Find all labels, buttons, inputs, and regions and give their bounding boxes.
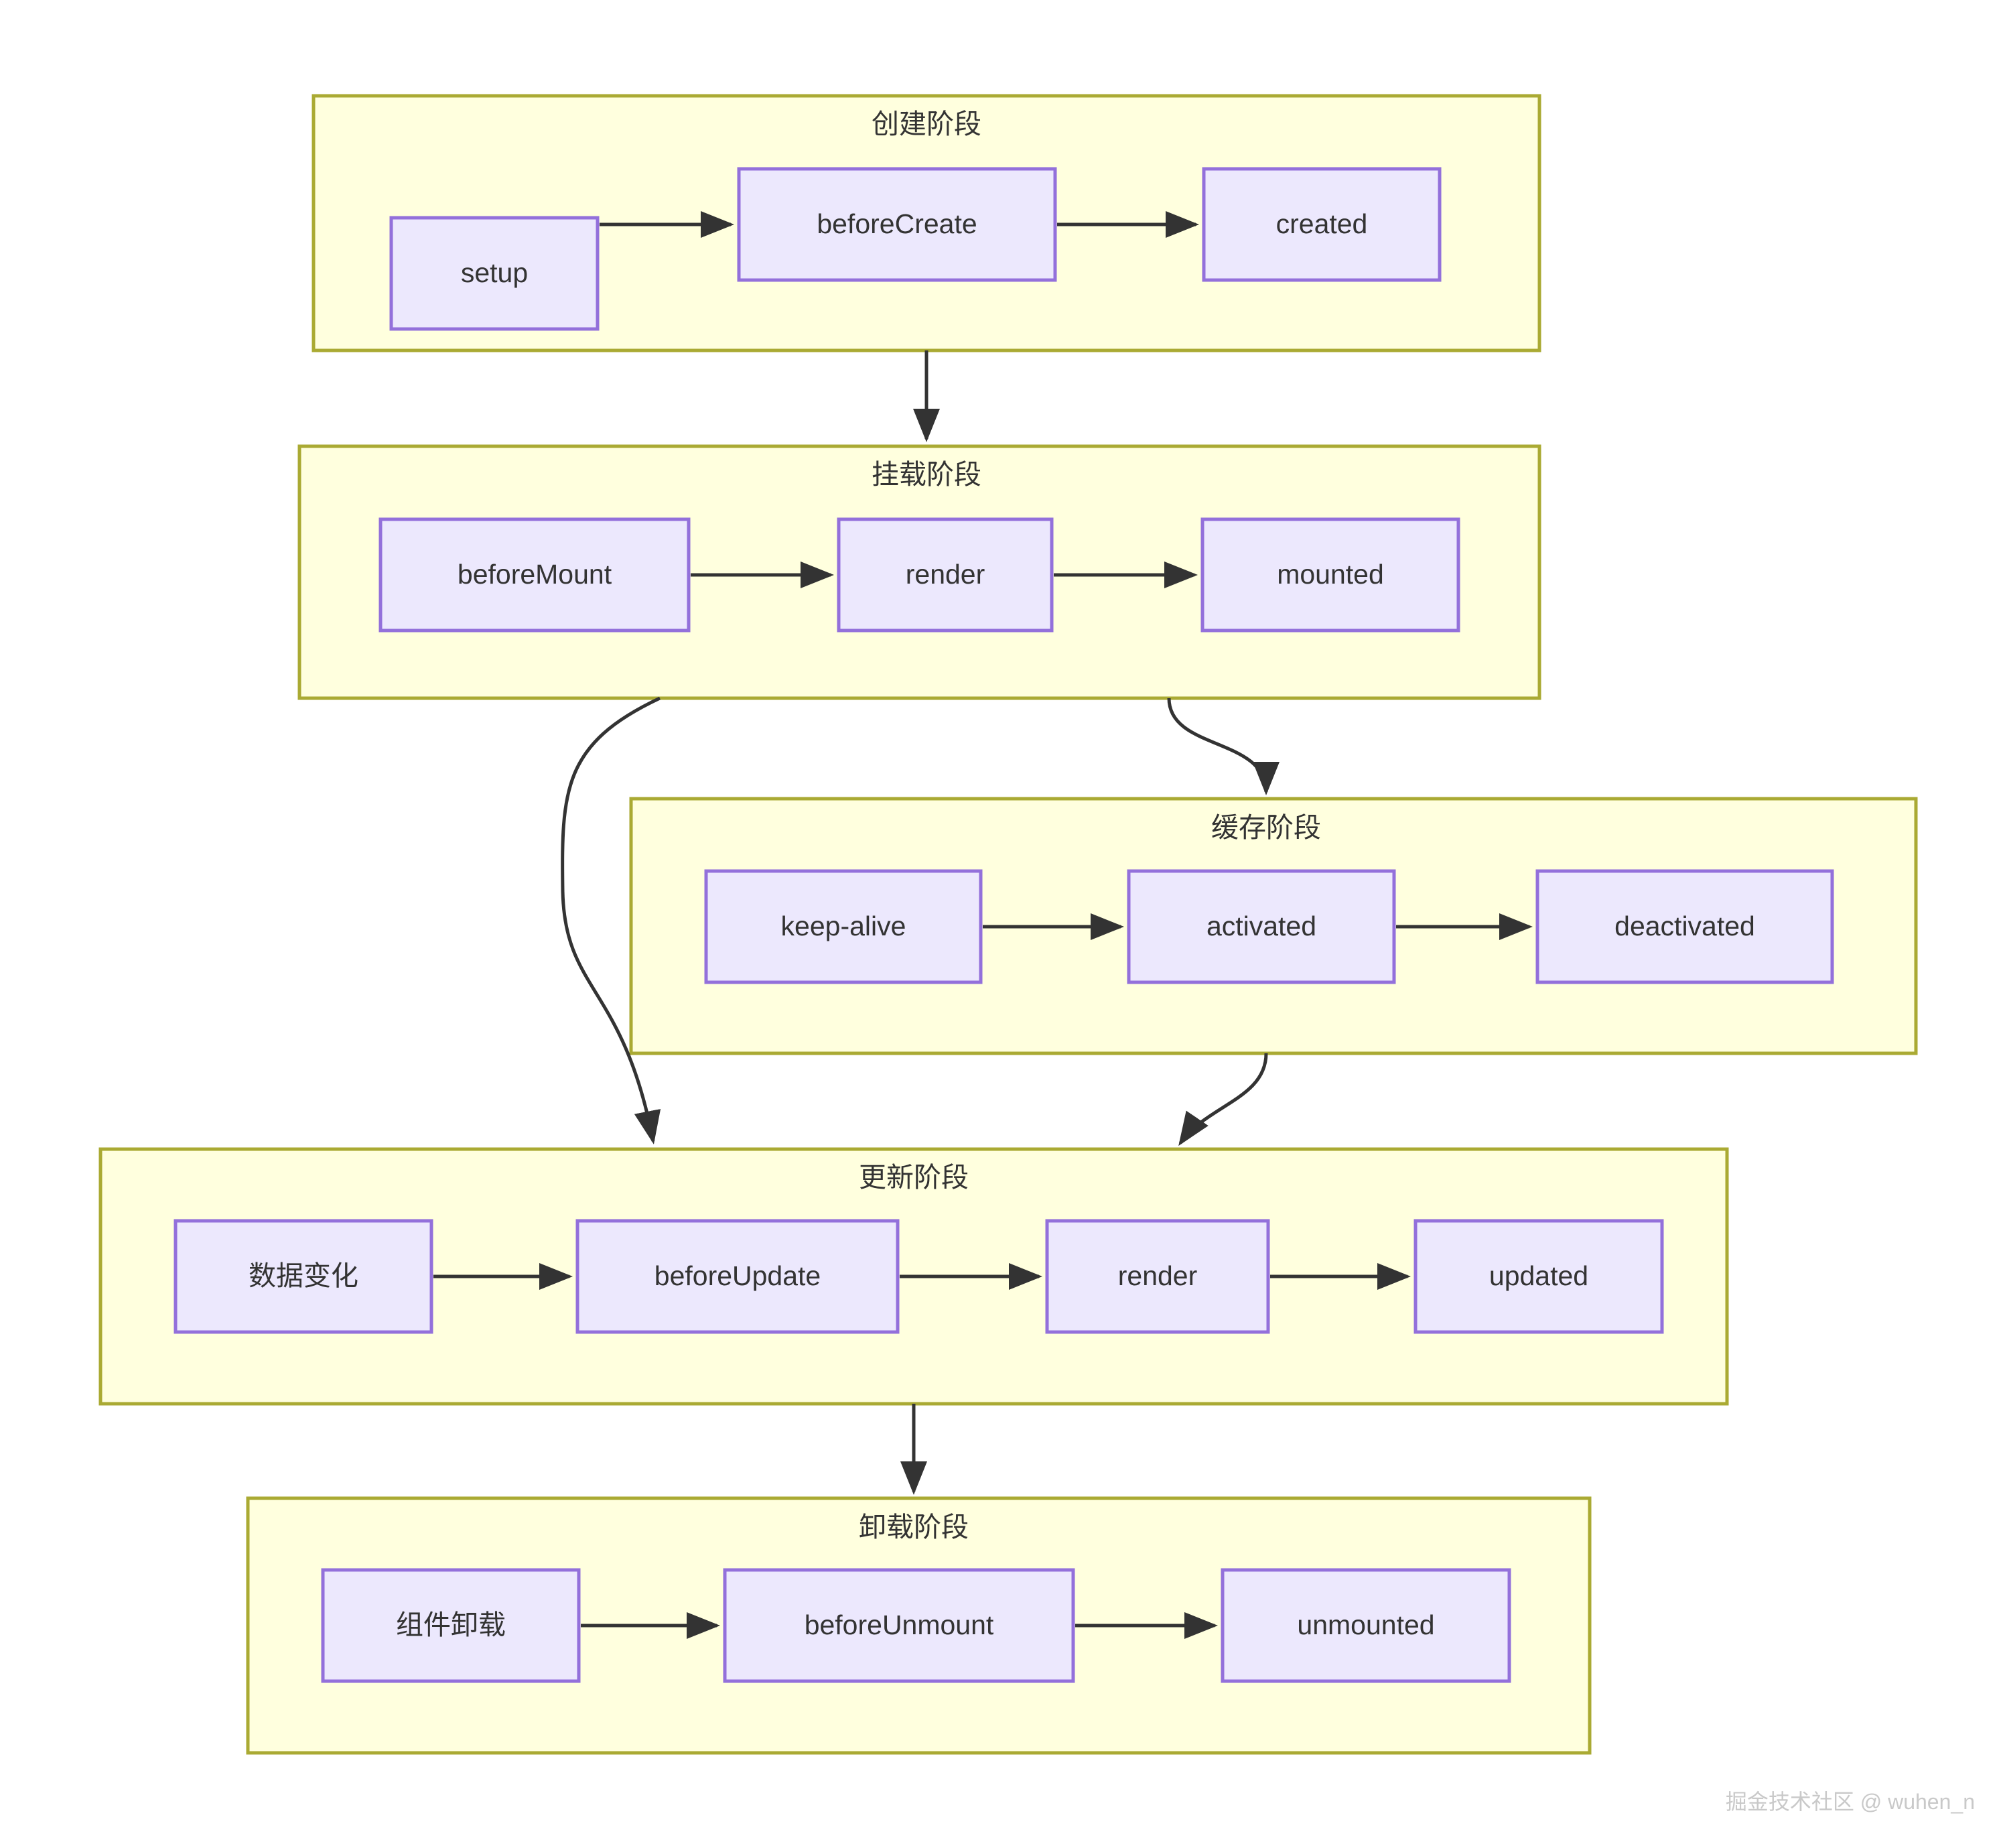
node-unmount-1[interactable]: beforeUnmount [723,1568,1075,1683]
node-unmount-0[interactable]: 组件卸载 [321,1568,581,1683]
watermark-label: 掘金技术社区 @ wuhen_n [1726,1790,1975,1814]
node-label: 数据变化 [249,1260,358,1291]
cluster-label-update: 更新阶段 [859,1162,969,1193]
node-label: beforeMount [458,559,612,590]
node-label: unmounted [1297,1609,1434,1640]
node-box[interactable] [723,1568,1075,1683]
node-box[interactable] [575,1219,900,1334]
node-box[interactable] [1413,1219,1664,1334]
node-label: setup [461,257,528,288]
node-label: 组件卸载 [396,1609,506,1640]
node-label: beforeCreate [817,208,977,239]
cluster-label-cache: 缓存阶段 [1211,812,1321,843]
node-mount-0[interactable]: beforeMount [378,517,691,633]
node-label: render [1118,1260,1198,1291]
node-box[interactable] [321,1568,581,1683]
cluster-label-create: 创建阶段 [872,109,981,139]
node-box[interactable] [704,869,983,984]
node-create-1[interactable]: beforeCreate [737,167,1057,282]
node-label: beforeUpdate [654,1260,821,1291]
node-box[interactable] [1221,1568,1511,1683]
cluster-label-mount: 挂载阶段 [872,459,981,490]
node-box[interactable] [174,1219,433,1334]
node-cache-2[interactable]: deactivated [1535,869,1834,984]
node-create-0[interactable]: setup [389,216,600,331]
node-box[interactable] [1045,1219,1270,1334]
node-box[interactable] [837,517,1054,633]
node-box[interactable] [378,517,691,633]
node-box[interactable] [389,216,600,331]
node-label: created [1276,208,1368,239]
node-label: updated [1489,1260,1588,1291]
node-unmount-2[interactable]: unmounted [1221,1568,1511,1683]
node-label: deactivated [1614,911,1755,941]
node-box[interactable] [1535,869,1834,984]
cluster-link-cache-to-update [1178,1053,1268,1146]
cluster-link-mount-to-cache [1167,698,1280,795]
node-label: beforeUnmount [805,1609,994,1640]
node-label: render [906,559,985,590]
node-update-2[interactable]: render [1045,1219,1270,1334]
node-cache-1[interactable]: activated [1127,869,1396,984]
node-box[interactable] [737,167,1057,282]
node-mount-1[interactable]: render [837,517,1054,633]
node-label: activated [1206,911,1316,941]
node-mount-2[interactable]: mounted [1200,517,1460,633]
node-update-0[interactable]: 数据变化 [174,1219,433,1334]
node-label: keep-alive [781,911,906,941]
node-update-3[interactable]: updated [1413,1219,1664,1334]
node-box[interactable] [1127,869,1396,984]
node-create-2[interactable]: created [1202,167,1442,282]
cluster-label-unmount: 卸载阶段 [859,1512,969,1542]
node-box[interactable] [1200,517,1460,633]
node-label: mounted [1277,559,1384,590]
node-cache-0[interactable]: keep-alive [704,869,983,984]
node-box[interactable] [1202,167,1442,282]
cluster-link-mount-to-update [561,696,661,1144]
node-update-1[interactable]: beforeUpdate [575,1219,900,1334]
